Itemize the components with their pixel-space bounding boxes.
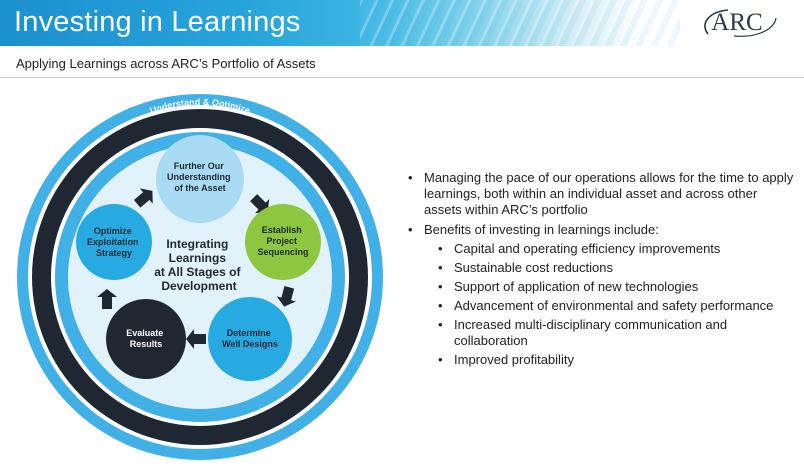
subtitle-bar: Applying Learnings across ARC’s Portfoli… bbox=[0, 47, 804, 78]
learning-cycle-diagram: Take Time to Think Strategically Underst… bbox=[17, 80, 383, 460]
center-label: Integrating Learnings at All Stages of D… bbox=[154, 237, 244, 293]
sub-bullet-item: Sustainable cost reductions bbox=[424, 260, 798, 276]
svg-text:Evaluate Results: Evaluate Results bbox=[126, 328, 166, 349]
sub-bullet-item: Advancement of environmental and safety … bbox=[424, 298, 798, 314]
logo-swoosh-icon bbox=[704, 9, 777, 37]
header-texture bbox=[360, 0, 680, 46]
arrow-icon bbox=[276, 286, 296, 307]
svg-text:Further Our Understandin: Further Our Understanding of the Asset bbox=[167, 161, 233, 193]
arrow-icon bbox=[133, 188, 153, 208]
sub-bullet-item: Support of application of new technologi… bbox=[424, 279, 798, 295]
page-title: Investing in Learnings bbox=[14, 6, 301, 38]
node-determine-well-designs: Determine Well Designs bbox=[208, 297, 292, 381]
arc-logo: ARC bbox=[694, 6, 780, 40]
sub-bullet-list: Capital and operating efficiency improve… bbox=[424, 241, 798, 368]
cycle-arrows bbox=[97, 188, 296, 349]
benefits-list: Managing the pace of our operations allo… bbox=[408, 170, 798, 372]
svg-text:Determine Well Designs: Determine Well Designs bbox=[222, 328, 278, 349]
sub-bullet-item: Improved profitability bbox=[424, 352, 798, 368]
arrow-icon bbox=[186, 329, 206, 349]
node-further-understanding: Further Our Understanding of the Asset bbox=[156, 135, 244, 223]
page-subtitle: Applying Learnings across ARC’s Portfoli… bbox=[16, 56, 316, 71]
sub-bullet-item: Increased multi-disciplinary communicati… bbox=[424, 317, 798, 349]
node-optimize-strategy: Optimize Exploitation Strategy bbox=[76, 204, 152, 280]
node-evaluate-results: Evaluate Results bbox=[106, 299, 186, 379]
arrow-icon bbox=[250, 194, 270, 214]
svg-text:Optimize Exploitation: Optimize Exploitation Strategy bbox=[87, 226, 141, 258]
bullet-item: Managing the pace of our operations allo… bbox=[408, 170, 798, 218]
svg-text:Establish Project: Establish Project Sequencing bbox=[257, 225, 308, 257]
node-establish-sequencing: Establish Project Sequencing bbox=[245, 204, 321, 280]
bullet-text: Benefits of investing in learnings inclu… bbox=[424, 222, 659, 237]
bullet-item: Benefits of investing in learnings inclu… bbox=[408, 222, 798, 368]
sub-bullet-item: Capital and operating efficiency improve… bbox=[424, 241, 798, 257]
header-banner: Investing in Learnings ARC bbox=[0, 0, 804, 46]
arrow-icon bbox=[97, 289, 117, 309]
logo-text: ARC bbox=[711, 9, 763, 36]
